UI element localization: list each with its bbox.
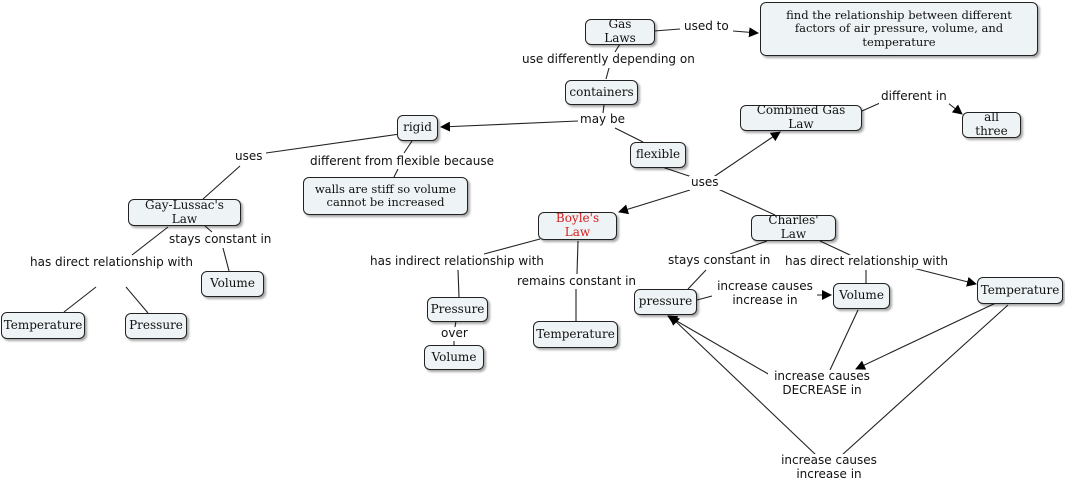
- node-rigid[interactable]: rigid: [397, 115, 438, 141]
- edge-pressure-over: [454, 320, 457, 328]
- edge-inc2-pressure: [669, 315, 817, 456]
- edge-stays-volume-gl: [222, 247, 230, 272]
- link-over: over: [439, 326, 470, 341]
- node-pressure-bl[interactable]: Pressure: [427, 297, 488, 322]
- node-all-three[interactable]: all three: [962, 110, 1021, 138]
- node-walls-stiff[interactable]: walls are stiff so volume cannot be incr…: [303, 177, 468, 215]
- node-volume-cl[interactable]: Volume: [833, 283, 890, 309]
- edge-uses-boyles: [618, 189, 691, 215]
- edge-stays-pressure-cl: [687, 269, 707, 290]
- node-pressure-gl[interactable]: Pressure: [125, 313, 187, 339]
- node-boyles-law[interactable]: Boyle's Law: [538, 211, 617, 240]
- edge-diffin-allthree: [947, 102, 963, 115]
- edge-usediff-containers: [605, 67, 610, 80]
- edge-pressure-inc1: [696, 295, 713, 301]
- link-increase-causes-increase-2: increase causes increase in: [775, 453, 883, 482]
- edge-gaylussac-stays: [204, 225, 213, 233]
- edge-gaslaws-usedto: [653, 28, 681, 32]
- node-gay-lussac-law[interactable]: Gay-Lussac's Law: [128, 198, 241, 226]
- edge-direct-pressure-gl: [125, 286, 149, 314]
- link-stays-constant-gl: stays constant in: [167, 232, 274, 247]
- link-may-be: may be: [578, 112, 627, 127]
- edge-uses-combined: [711, 131, 781, 179]
- node-pressure-cl[interactable]: pressure: [634, 289, 697, 315]
- link-used-to: used to: [682, 19, 731, 34]
- edge-uses-charles: [717, 188, 776, 216]
- node-charles-law[interactable]: Charles' Law: [751, 213, 836, 241]
- link-different-in: different in: [879, 89, 949, 104]
- link-increase-causes-increase-1: increase causes increase in: [713, 279, 817, 308]
- edge-decrease-pressure: [667, 315, 771, 376]
- edge-direct-temp-cl: [904, 265, 977, 287]
- node-volume-bl[interactable]: Volume: [424, 345, 484, 370]
- link-different-from-flexible: different from flexible because: [308, 154, 497, 169]
- edge-combined-diffin: [861, 102, 881, 112]
- link-indirect-bl: has indirect relationship with: [368, 254, 546, 269]
- link-increase-causes-decrease: increase causes DECREASE in: [768, 369, 876, 398]
- edge-difflex-walls: [393, 168, 399, 178]
- edge-volume-decrease: [829, 309, 859, 371]
- edge-maybe-rigid: [440, 120, 579, 132]
- node-temperature-bl[interactable]: Temperature: [533, 321, 618, 348]
- link-direct-cl: has direct relationship with: [783, 254, 950, 269]
- link-stays-constant-cl: stays constant in: [666, 253, 773, 268]
- edge-direct-temp-gl: [63, 286, 97, 313]
- node-temperature-gl[interactable]: Temperature: [1, 312, 85, 339]
- link-use-differently: use differently depending on: [520, 52, 697, 67]
- node-containers[interactable]: containers: [565, 80, 638, 105]
- node-find-relationship[interactable]: find the relationship between different …: [760, 2, 1038, 56]
- edge-charles-direct: [819, 240, 851, 256]
- edge-containers-maybe: [602, 104, 605, 114]
- edge-gaslaws-usediff: [614, 43, 621, 53]
- edge-gaylussac-direct: [131, 226, 169, 256]
- link-uses-flexible: uses: [689, 175, 721, 190]
- edge-boyles-indirect: [483, 238, 541, 255]
- node-combined-gas-law[interactable]: Combined Gas Law: [740, 103, 862, 131]
- link-uses-rigid: uses: [233, 149, 265, 164]
- edge-temp-inc2: [841, 304, 1009, 456]
- link-remains-constant: remains constant in: [515, 274, 639, 289]
- edge-rigid-difflex: [403, 140, 413, 154]
- link-direct-gl: has direct relationship with: [28, 255, 195, 270]
- edge-indirect-pressure: [457, 269, 460, 298]
- edge-boyles-remains: [576, 240, 579, 275]
- edge-maybe-flexible: [614, 127, 644, 143]
- edge-temp-decrease: [855, 300, 1001, 370]
- edge-uses-gaylussac: [202, 165, 241, 200]
- edge-charles-stays: [729, 240, 768, 255]
- edge-usedto-find: [732, 27, 759, 38]
- node-volume-gl[interactable]: Volume: [201, 271, 264, 297]
- edge-rigid-uses: [265, 133, 401, 154]
- node-temperature-cl[interactable]: Temperature: [977, 277, 1063, 304]
- node-gas-laws[interactable]: Gas Laws: [585, 17, 655, 45]
- node-flexible[interactable]: flexible: [630, 142, 686, 168]
